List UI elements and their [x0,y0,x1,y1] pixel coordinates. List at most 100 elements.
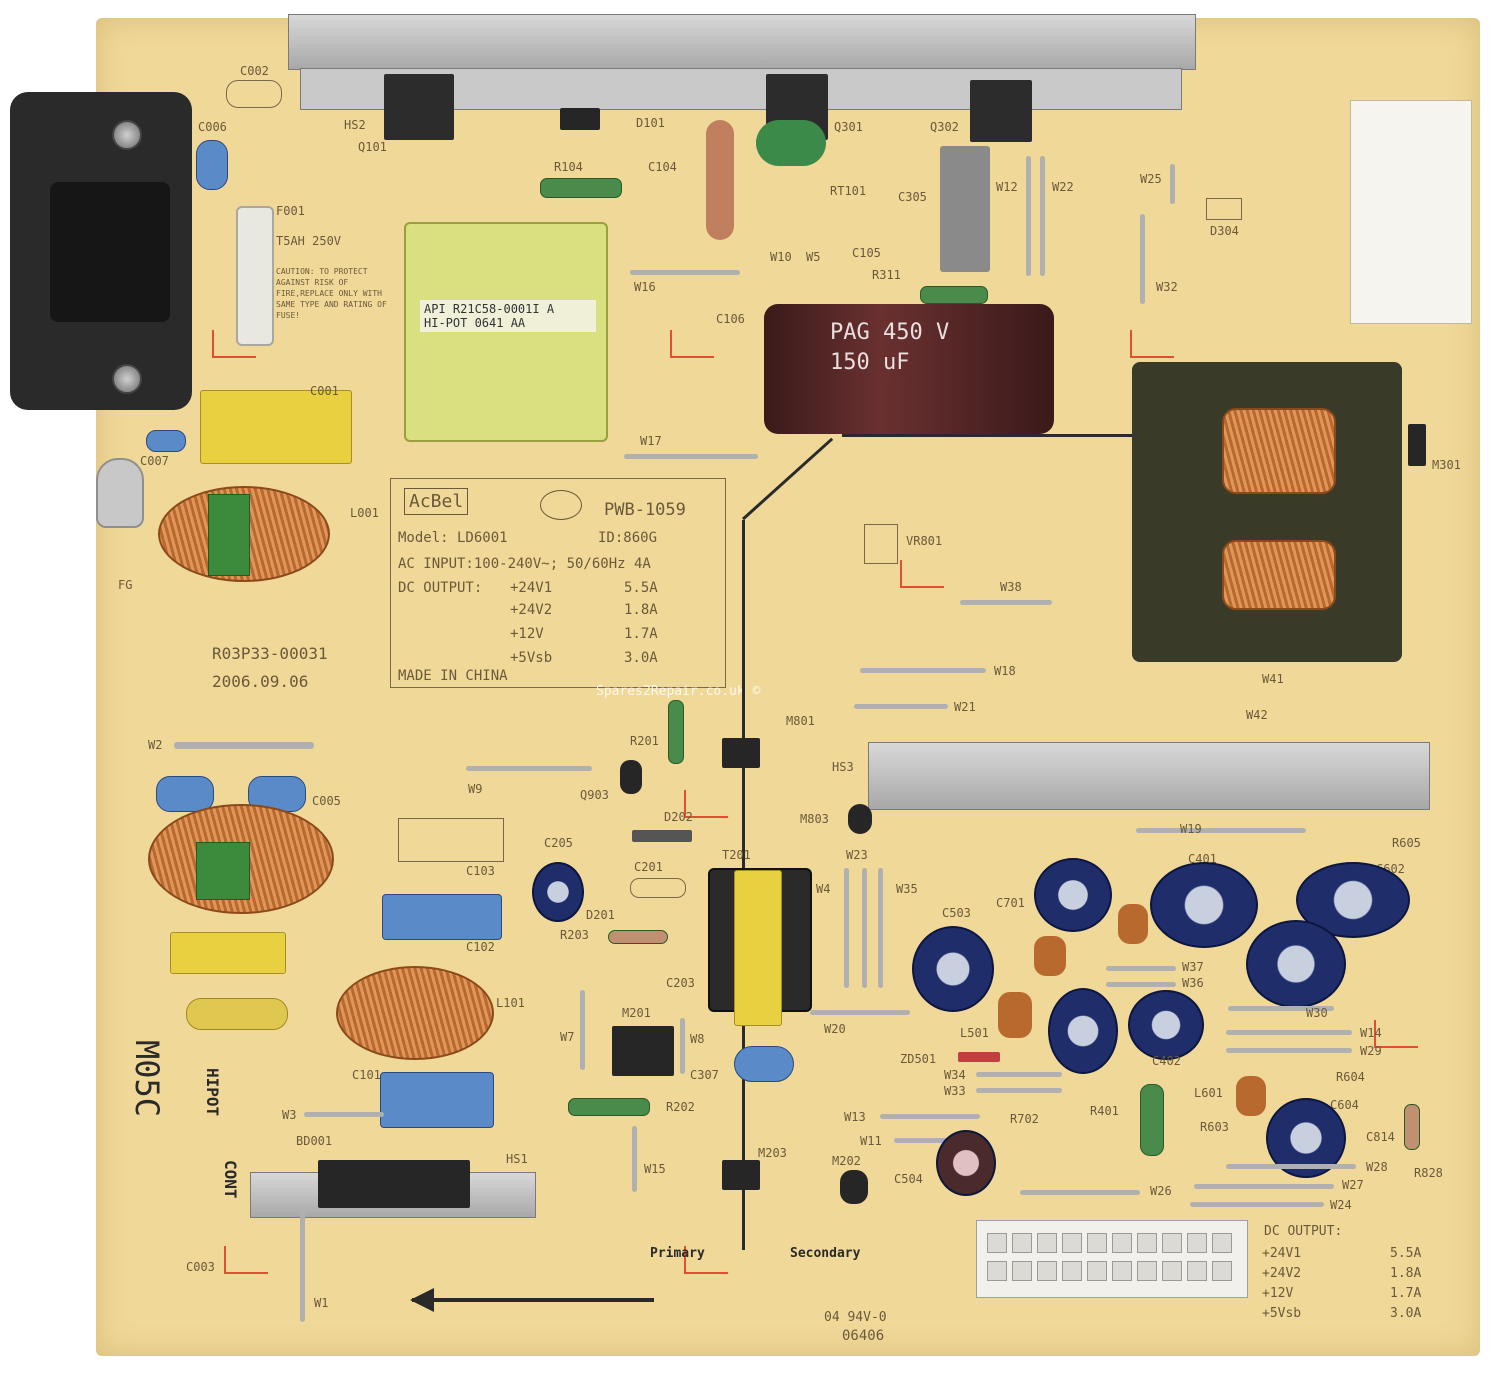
capacitor-c104 [706,120,734,240]
connector-pin [1137,1261,1157,1281]
ref-w20: W20 [824,1022,846,1036]
ref-d101: D101 [636,116,665,130]
connector-pin [987,1261,1007,1281]
wire-w8 [680,1018,685,1074]
wire-w9 [466,766,592,771]
ref-w16: W16 [634,280,656,294]
ref-w1: W1 [314,1296,329,1310]
ac-inlet-socket [10,92,192,410]
transistor-m803 [848,804,872,834]
ref-q101: Q101 [358,140,387,154]
wire-w27 [1194,1184,1334,1189]
c103-outline [398,818,504,862]
ref-q903: Q903 [580,788,609,802]
lot-code: 06406 [842,1328,885,1344]
right-dc-output-label: DC OUTPUT: [1264,1224,1343,1239]
c002-outline [226,80,282,108]
ref-c305: C305 [898,190,927,204]
connector-pin [1037,1261,1057,1281]
ref-w15: W15 [644,1162,666,1176]
ref-w18: W18 [994,664,1016,678]
ref-l001: L001 [350,506,379,520]
ref-c106: C106 [716,312,745,326]
ref-zd501: ZD501 [900,1052,937,1066]
ref-c604: C604 [1330,1098,1359,1112]
optocoupler-m801 [722,738,760,768]
marker-7 [224,1246,268,1274]
fuse-caution: CAUTION: TO PROTECT AGAINST RISK OF FIRE… [276,267,387,320]
ref-w33: W33 [944,1084,966,1098]
ref-w23: W23 [846,848,868,862]
ref-c001: C001 [310,384,339,398]
ref-w17: W17 [640,434,662,448]
capacitor-c701 [1034,858,1112,932]
ref-q302: Q302 [930,120,959,134]
output-rail-3: +12V [510,626,544,642]
connector-pin [1162,1233,1182,1253]
ref-c504: C504 [894,1172,923,1186]
connector-pin [1012,1233,1032,1253]
capacitor-c502 [1048,988,1118,1074]
ref-r202: R202 [666,1100,695,1114]
capacitor-c205 [532,862,584,922]
ref-w27: W27 [1342,1178,1364,1192]
output-connector [976,1220,1248,1298]
right-rail-2: +24V2 [1262,1266,1302,1281]
capacitor-c006 [196,140,228,190]
wire-w4 [844,868,849,988]
ref-m803: M803 [800,812,829,826]
ref-r311: R311 [872,268,901,282]
connector-pin [1137,1233,1157,1253]
ref-w19: W19 [1180,822,1202,836]
ref-w2: W2 [148,738,163,752]
ref-w12: W12 [996,180,1018,194]
wire-w14 [1226,1030,1352,1035]
inductor-l702 [1118,904,1148,944]
ref-m801: M801 [786,714,815,728]
ref-c002: C002 [240,64,269,78]
diode-d304-outline [1206,198,1242,220]
wire-w13 [880,1114,980,1119]
capacitor-cx [170,932,286,974]
inductor-l101 [336,966,494,1060]
wire-w38 [960,600,1052,605]
wire-w24 [1190,1202,1324,1207]
part-number: PWB-1059 [604,500,686,520]
ref-w14: W14 [1360,1026,1382,1040]
transformer-label-line1: API R21C58-0001I A [424,302,555,316]
ref-c201: C201 [634,860,663,874]
output-current-3: 1.7A [624,626,658,642]
ref-c101: C101 [352,1068,381,1082]
marker-2 [670,330,714,358]
connector-pin [1212,1261,1232,1281]
ref-w30: W30 [1306,1006,1328,1020]
ref-hs3: HS3 [832,760,854,774]
output-rail-1: +24V1 [510,580,553,596]
ref-w38: W38 [1000,580,1022,594]
inlet-screw-top [112,120,142,150]
ref-w36: W36 [1182,976,1204,990]
made-in: MADE IN CHINA [398,668,508,684]
ref-t201: T201 [722,848,751,862]
ref-r828: R828 [1414,1166,1443,1180]
ref-w32: W32 [1156,280,1178,294]
ref-vr801: VR801 [906,534,943,548]
ref-w21: W21 [954,700,976,714]
wire-w31 [1228,1006,1334,1011]
transformer-label-line2: HI-POT 0641 AA [424,316,526,330]
bridge-rectifier-bd001 [318,1160,470,1208]
cont-label: CONT [221,1160,240,1199]
capacitor-c102 [382,894,502,940]
ref-d201: D201 [586,908,615,922]
right-rail-3: +12V [1262,1286,1294,1301]
transistor-q302 [970,80,1032,142]
wire-w20 [810,1010,910,1015]
capacitor-c307 [734,1046,794,1082]
marker-6 [1374,1020,1418,1048]
ref-l601: L601 [1194,1086,1223,1100]
ref-hs1: HS1 [506,1152,528,1166]
resistor-r311 [920,286,988,304]
secondary-heatsink [868,742,1430,810]
ref-r401: R401 [1090,1104,1119,1118]
varistor [186,998,288,1030]
